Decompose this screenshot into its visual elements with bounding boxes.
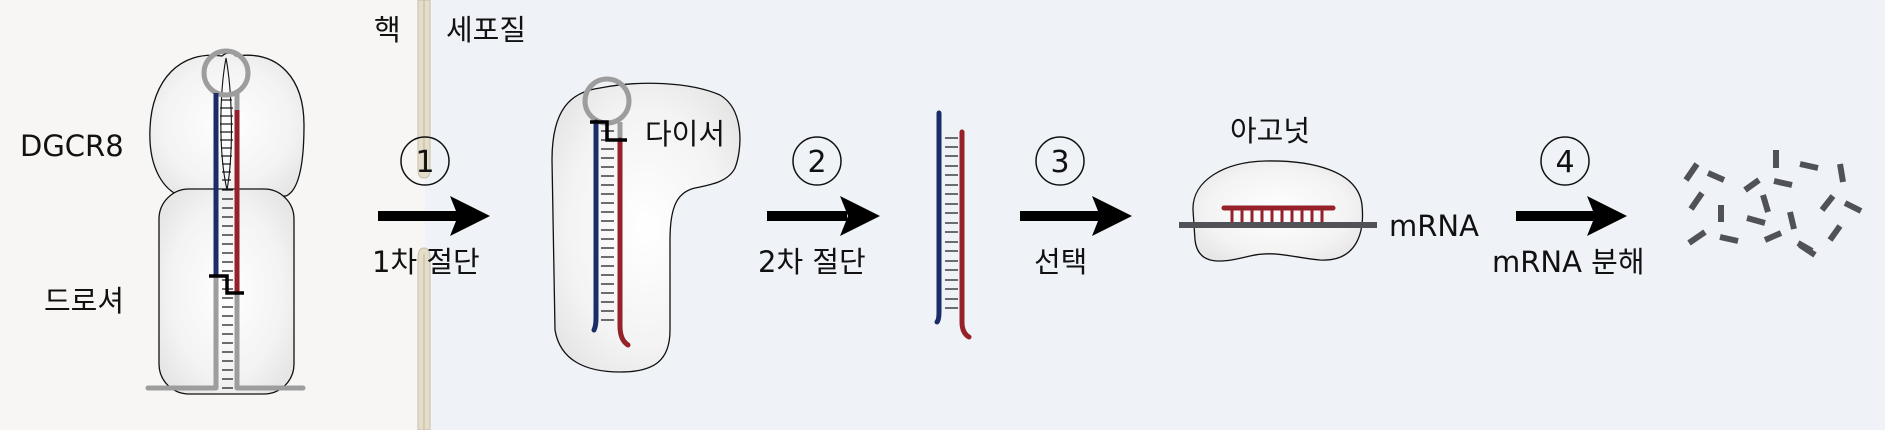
dicer-protein bbox=[551, 82, 741, 373]
dicer-label: 다이서 bbox=[645, 117, 725, 151]
step-2-label: 2차 절단 bbox=[758, 245, 866, 279]
step-4-number: 4 bbox=[1555, 145, 1574, 180]
argonaute-complex bbox=[1179, 160, 1377, 262]
step-2-number: 2 bbox=[807, 145, 826, 180]
dicer-complex bbox=[551, 76, 741, 373]
step-1-number: 1 bbox=[415, 145, 434, 180]
cytoplasm-label: 세포질 bbox=[446, 13, 526, 47]
argonaute-label: 아고넛 bbox=[1230, 114, 1310, 148]
dgcr8-label: DGCR8 bbox=[20, 129, 124, 163]
mirna-duplex bbox=[934, 110, 972, 340]
step-1-badge bbox=[400, 136, 450, 186]
nucleus-label: 핵 bbox=[374, 13, 401, 47]
arrow-icon bbox=[378, 196, 490, 236]
step-3-number: 3 bbox=[1050, 145, 1069, 180]
nuclear-membrane bbox=[417, 0, 431, 430]
microprocessor-complex bbox=[145, 48, 306, 395]
step-3-badge bbox=[1035, 136, 1085, 186]
mrna-fragments bbox=[1683, 150, 1863, 258]
argonaute-protein bbox=[1192, 160, 1364, 262]
step-4: 4 mRNA 분해 bbox=[1492, 136, 1645, 279]
mrna-label: mRNA bbox=[1389, 209, 1479, 243]
step-4-badge bbox=[1540, 136, 1590, 186]
step-2-badge bbox=[792, 136, 842, 186]
arrow-icon bbox=[767, 196, 880, 236]
step-4-label: mRNA 분해 bbox=[1492, 245, 1645, 279]
step-3-label: 선택 bbox=[1034, 245, 1087, 279]
step-1-label: 1차 절단 bbox=[372, 245, 480, 279]
step-2: 2 2차 절단 bbox=[758, 136, 880, 279]
arrow-icon bbox=[1020, 196, 1132, 236]
step-3: 3 선택 bbox=[1020, 136, 1132, 279]
arrow-icon bbox=[1516, 196, 1627, 236]
step-1: 1 1차 절단 bbox=[372, 136, 490, 279]
drosha-label: 드로셔 bbox=[44, 284, 124, 318]
